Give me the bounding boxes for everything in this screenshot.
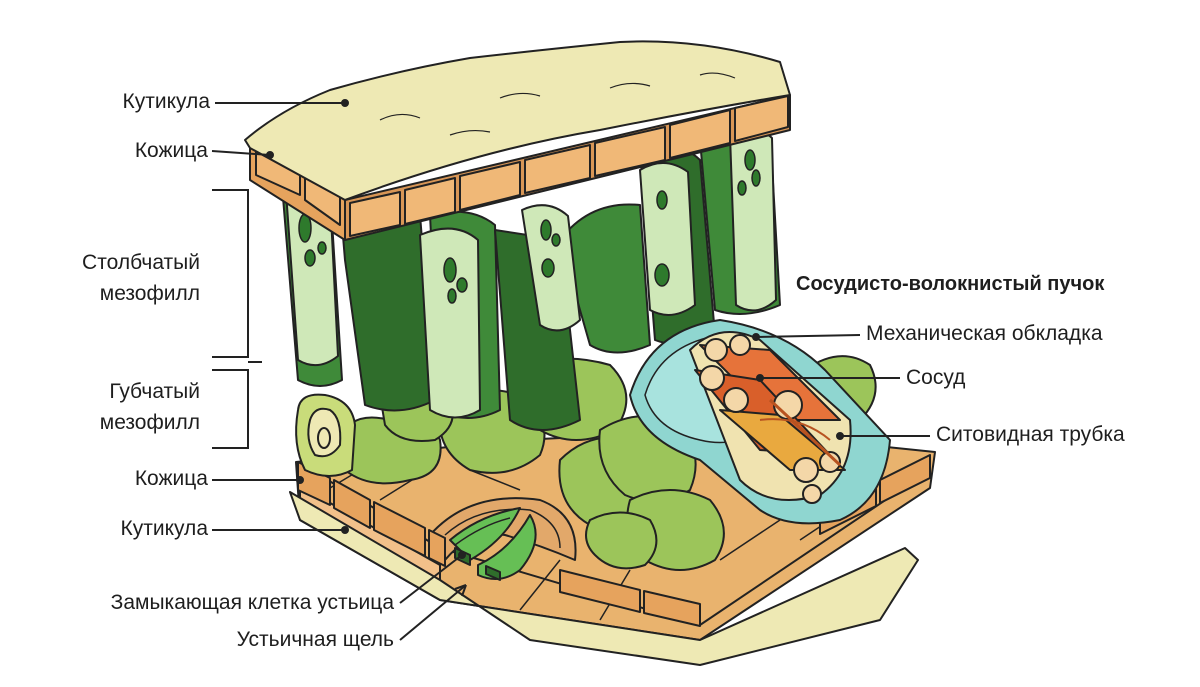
top-cuticle [244, 40, 791, 201]
label-epidermis-bottom: Кожица [134, 467, 208, 490]
label-palisade-line1: Столбчатый [82, 251, 200, 274]
label-palisade-line2: мезофилл [99, 282, 200, 305]
label-sieve-tube: Ситовидная трубка [936, 423, 1125, 446]
label-spongy-line1: Губчатый [109, 380, 200, 403]
label-bundle-sheath: Механическая обкладка [866, 322, 1103, 345]
label-epidermis-top: Кожица [134, 139, 208, 162]
label-vessel: Сосуд [906, 366, 966, 389]
label-bundle-title: Сосудисто-волокнистый пучок [796, 273, 1105, 295]
chloroplasts [298, 149, 761, 304]
label-cuticle-top: Кутикула [122, 90, 210, 113]
vascular-bundle [629, 319, 891, 525]
stoma-guard-cells [449, 507, 537, 581]
spongy-cut-cell [295, 393, 356, 477]
label-cuticle-bottom: Кутикула [120, 517, 208, 540]
pointer-lines [211, 99, 930, 641]
top-epidermis [249, 94, 791, 241]
label-spongy-line2: мезофилл [99, 411, 200, 434]
label-guard-cell: Замыкающая клетка устьица [110, 591, 394, 614]
label-stomatal-pore: Устьичная щель [236, 628, 394, 651]
